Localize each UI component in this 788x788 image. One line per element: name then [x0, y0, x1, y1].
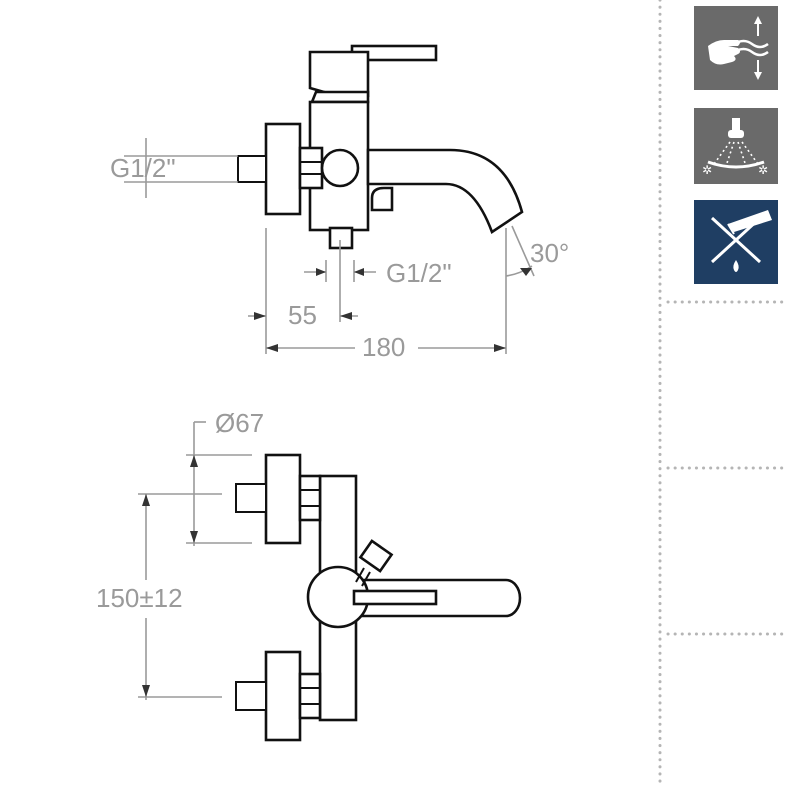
svg-text:✲: ✲ [702, 163, 712, 177]
side-view: G1/2" 180 55 G1/2" 30° [110, 44, 569, 362]
panel-separators [658, 0, 788, 788]
front-diverter [355, 539, 394, 587]
valve-circle [320, 148, 360, 188]
top-nut [298, 474, 322, 522]
eccentric-nut [298, 146, 324, 190]
inlet-thread [237, 155, 267, 183]
front-spout [358, 578, 522, 618]
front-view: Ø67 150±12 [96, 408, 522, 742]
spout [366, 148, 524, 234]
front-lever [352, 589, 438, 606]
top-rosette [264, 453, 302, 545]
no-abrasive-cleaning-icon [694, 200, 778, 284]
spout-angle-label: 30° [530, 238, 569, 268]
rosette [264, 122, 302, 216]
bottom-inlet [235, 681, 267, 711]
diverter-knob [370, 186, 394, 212]
hot-cold-shower-icon: ✲ ✲ [694, 108, 778, 184]
eccentric-offset-label: 55 [288, 300, 317, 330]
svg-text:✲: ✲ [758, 163, 768, 177]
top-inlet [235, 483, 267, 513]
bottom-rosette [264, 650, 302, 742]
rosette-diameter-label: Ø67 [215, 408, 264, 438]
total-depth-label: 180 [362, 332, 405, 362]
outlet-thread-label: G1/2" [386, 258, 452, 288]
top-inlet-thread-label: G1/2" [110, 153, 176, 183]
outlet-connector [328, 226, 354, 250]
hand-water-flow-icon [694, 6, 778, 90]
inlet-spacing-label: 150±12 [96, 583, 183, 613]
cartridge-ring [310, 90, 370, 104]
bottom-nut [298, 672, 322, 720]
